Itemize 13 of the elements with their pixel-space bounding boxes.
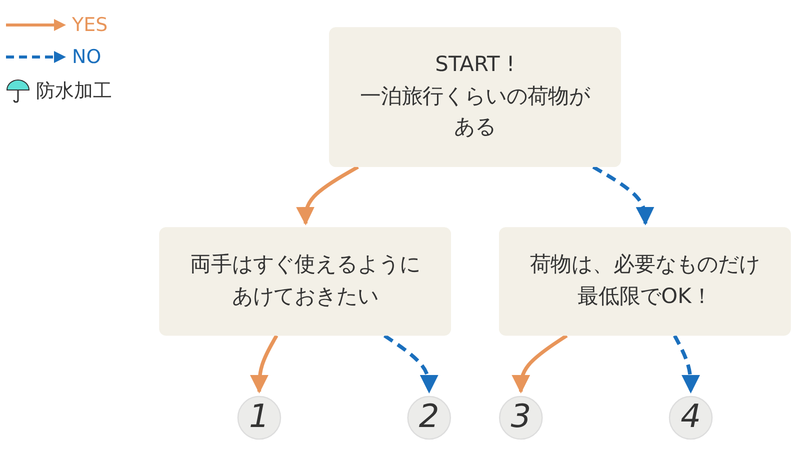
arrow — [512, 334, 568, 394]
node-circle: 2 — [407, 396, 451, 440]
node-circle: 3 — [499, 396, 543, 440]
legend-label: 防水加工 — [36, 79, 112, 104]
arrow — [673, 334, 700, 394]
arrow — [592, 166, 654, 226]
arrow — [296, 166, 359, 226]
arrow — [250, 334, 278, 394]
node-circle: 1 — [237, 396, 282, 440]
legend-label: NO — [72, 46, 102, 68]
node-circle: 4 — [668, 396, 713, 440]
arrow — [383, 334, 438, 394]
legend-label: YES — [72, 14, 108, 36]
